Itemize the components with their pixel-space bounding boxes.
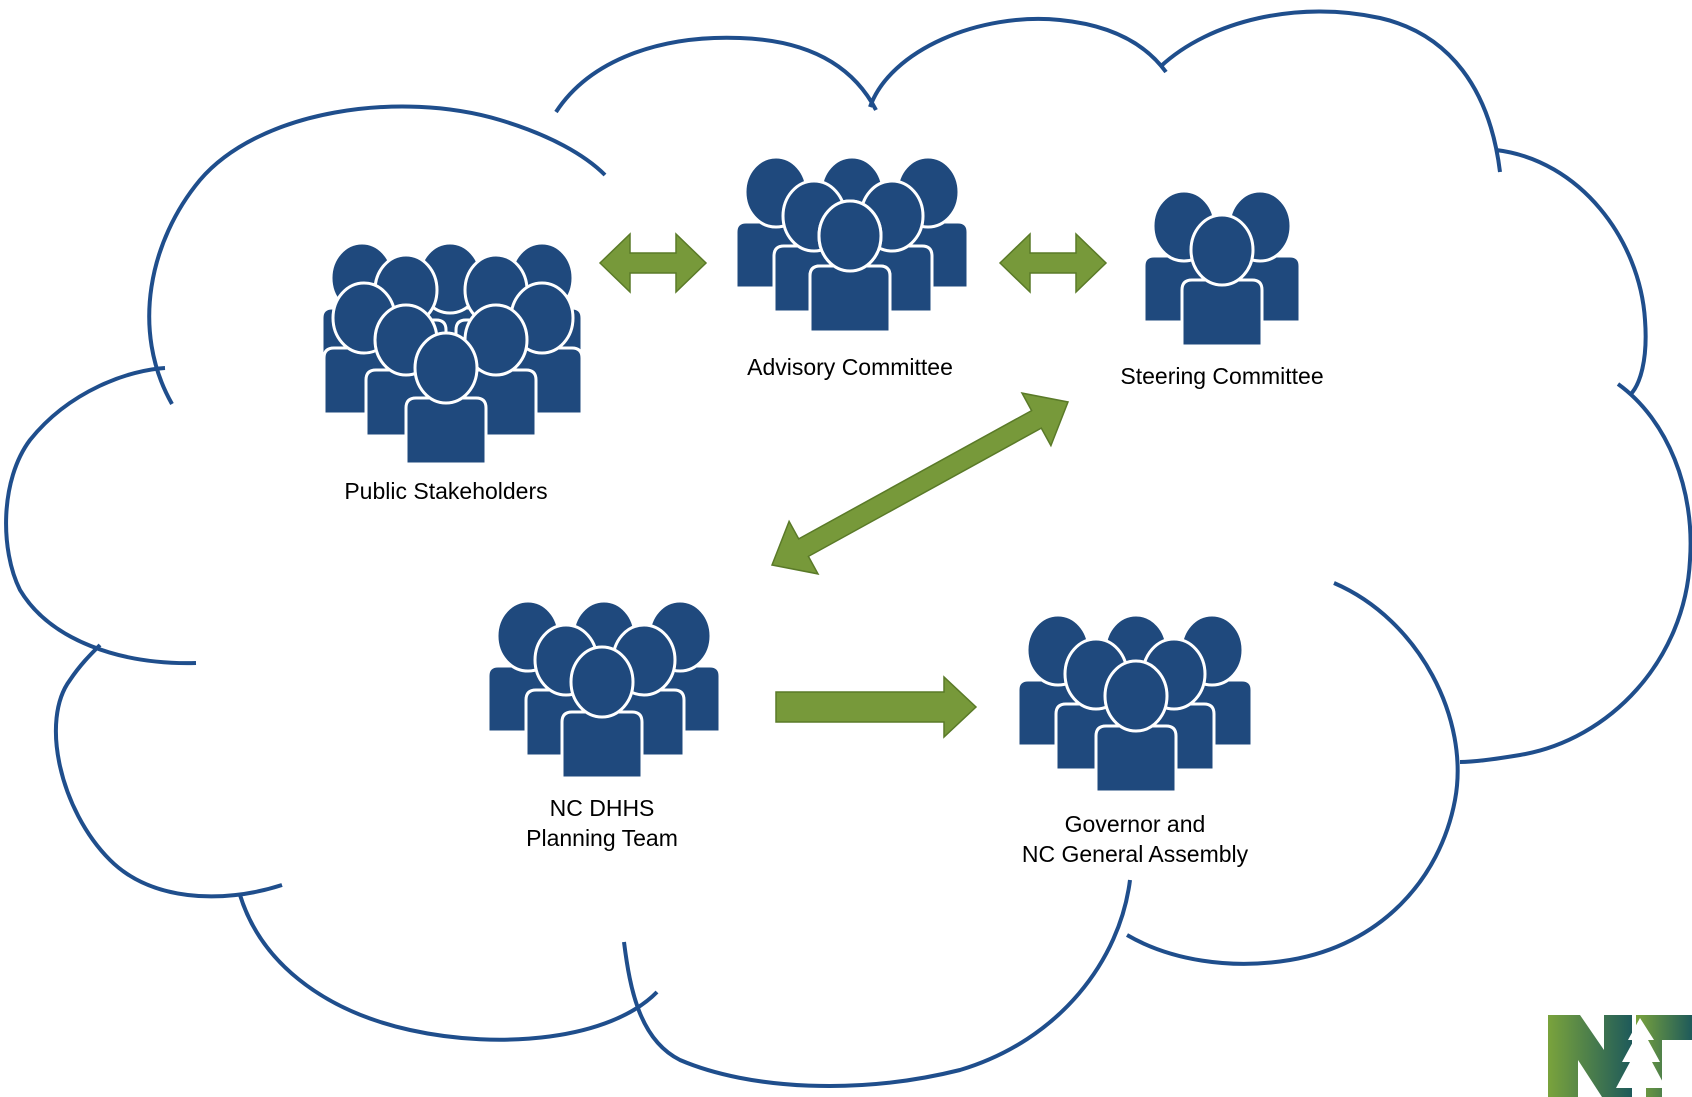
person-icon — [560, 645, 644, 780]
person-icon — [808, 199, 892, 334]
person-icon — [1180, 213, 1264, 348]
arrow-advisory-steering — [998, 232, 1108, 294]
advisory-committee-group — [734, 155, 970, 334]
advisory-committee-label: Advisory Committee — [747, 354, 953, 380]
person-icon — [404, 331, 488, 466]
planning-team-label-line2: Planning Team — [526, 825, 678, 851]
public-stakeholders-label: Public Stakeholders — [344, 478, 547, 504]
steering-committee-label: Steering Committee — [1120, 363, 1323, 389]
person-icon — [1094, 659, 1178, 794]
steering-committee-group — [1142, 189, 1302, 348]
arrow-public-advisory — [598, 232, 708, 294]
governor-label-line1: Governor and — [1065, 811, 1206, 837]
nc-tree-logo-icon — [1548, 1015, 1692, 1097]
governor-label-line2: NC General Assembly — [1022, 841, 1249, 867]
public-stakeholders-group — [320, 241, 584, 466]
governor-assembly-group — [1016, 613, 1254, 794]
arrow-planning-governor — [775, 675, 978, 739]
planning-team-label-line1: NC DHHS — [550, 795, 655, 821]
cloud-outline — [4, 9, 1692, 1088]
planning-team-group — [486, 599, 722, 780]
arrow-steering-planning — [770, 392, 1070, 575]
